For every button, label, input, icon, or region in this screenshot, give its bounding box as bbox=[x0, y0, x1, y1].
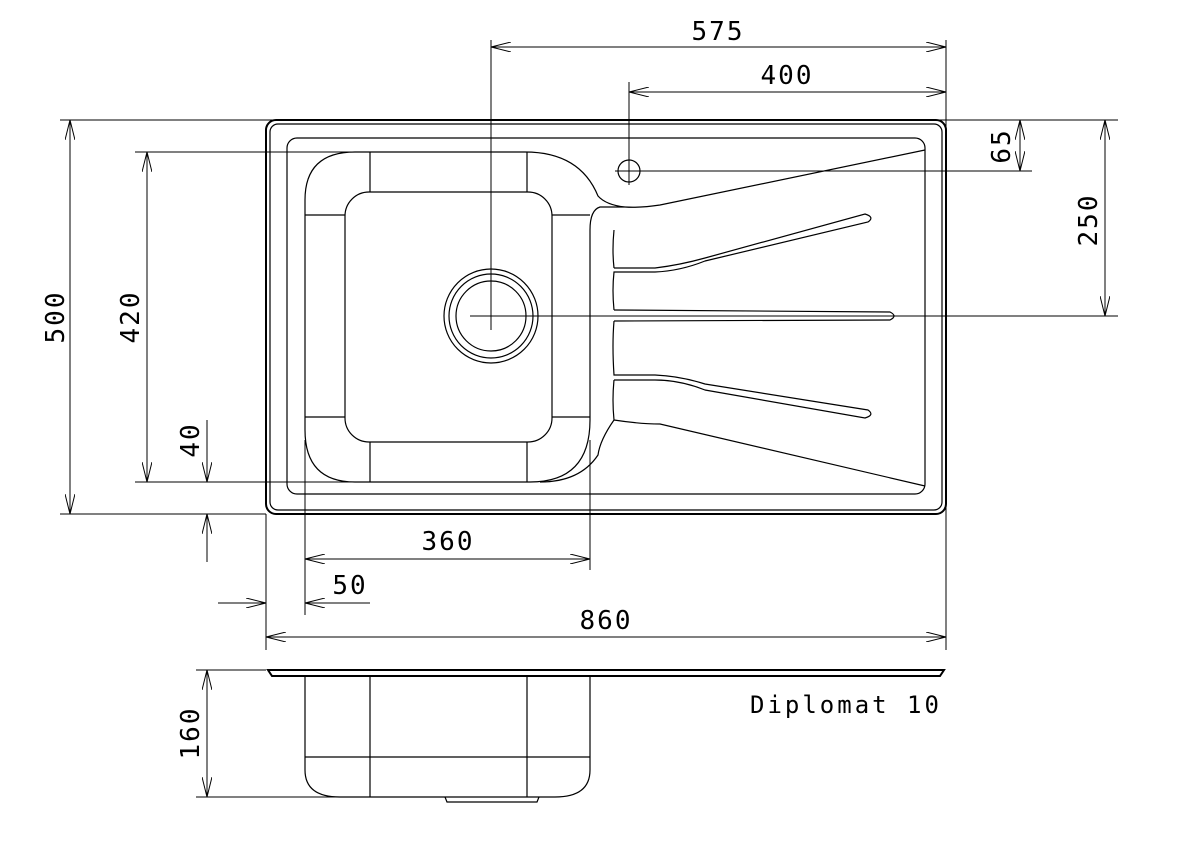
dim-420-label: 420 bbox=[116, 291, 146, 344]
dim-860-label: 860 bbox=[580, 606, 633, 636]
side-view-bowl bbox=[304, 676, 591, 798]
bowl-corner-lines bbox=[305, 152, 590, 482]
sink-outer-outline bbox=[265, 119, 947, 515]
sink-side-view bbox=[266, 669, 946, 803]
dim-250-label: 250 bbox=[1074, 194, 1104, 247]
side-view-top-plate bbox=[266, 669, 946, 677]
dim-40-label: 40 bbox=[176, 422, 206, 457]
model-title: Diplomat 10 bbox=[750, 691, 942, 719]
dim-575-label: 575 bbox=[692, 17, 745, 47]
dim-400-label: 400 bbox=[761, 61, 814, 91]
dim-500-label: 500 bbox=[41, 291, 71, 344]
dim-360-label: 360 bbox=[422, 527, 475, 557]
dim-65-label: 65 bbox=[987, 128, 1017, 163]
side-view-drain bbox=[444, 796, 540, 803]
bowl-outer bbox=[304, 151, 626, 483]
sink-outer-edge bbox=[269, 123, 943, 511]
bowl-inner bbox=[344, 191, 553, 443]
dim-160-label: 160 bbox=[176, 707, 206, 760]
bowl-outer-curve bbox=[624, 149, 926, 208]
drainer-grooves bbox=[539, 213, 926, 487]
tap-hole bbox=[615, 82, 1032, 185]
dimension-lines bbox=[60, 40, 1118, 798]
dim-50-label: 50 bbox=[332, 571, 367, 601]
sink-top-view bbox=[265, 40, 1118, 515]
